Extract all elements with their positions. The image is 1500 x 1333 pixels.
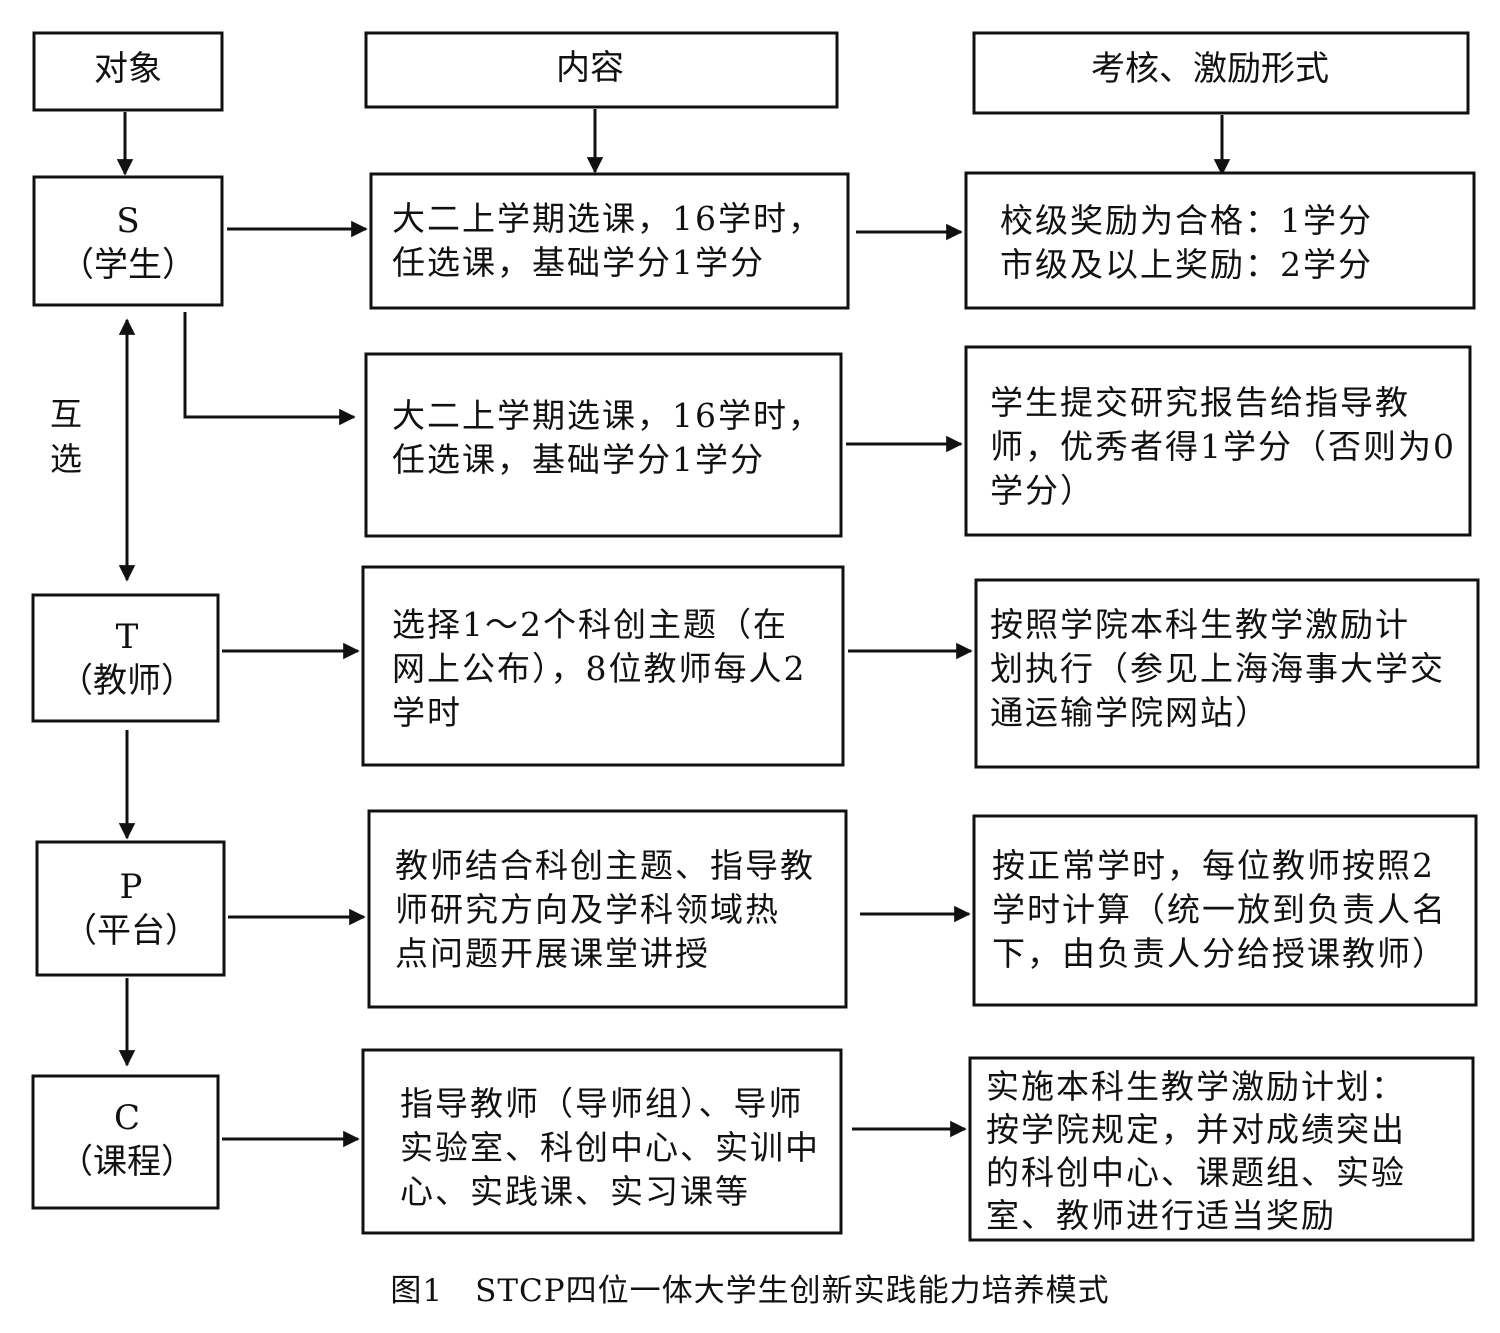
node-c-name: （课程）	[59, 1142, 195, 1182]
assessment-row3-box: 按照学院本科生教学激励计 划执行（参见上海海事大学交 通运输学院网站）	[974, 578, 1480, 769]
assessment-row1-line1: 校级奖励为合格：1学分	[1000, 201, 1373, 240]
content-row1-box: 大二上学期选课，16学时， 任选课，基础学分1学分	[369, 172, 850, 310]
node-s-letter: S	[116, 201, 139, 241]
node-t-teacher: T （教师）	[31, 593, 220, 723]
content-row4-box: 教师结合科创主题、指导教 师研究方向及学科领域热 点问题开展课堂讲授	[367, 809, 848, 1009]
header-object: 对象	[32, 31, 224, 112]
node-c-letter: C	[114, 1098, 140, 1138]
arrow-s-to-content-row2	[183, 312, 356, 426]
header-object-label: 对象	[94, 49, 162, 89]
node-p-name: （平台）	[63, 911, 199, 951]
node-c-course: C （课程）	[31, 1074, 220, 1210]
content-row5-line3: 心、实践课、实习课等	[400, 1172, 750, 1211]
header-assessment: 考核、激励形式	[972, 31, 1470, 115]
assessment-row4-line2: 学时计算（统一放到负责人名	[992, 890, 1447, 929]
content-row1-line2: 任选课，基础学分1学分	[392, 243, 765, 282]
content-row4-line2: 师研究方向及学科领域热	[395, 890, 780, 929]
mutual-selection-label-1: 互	[50, 395, 82, 433]
content-row3-line2: 网上公布），8位教师每人2	[392, 649, 807, 688]
assessment-row3-line2: 划执行（参见上海海事大学交	[990, 649, 1445, 688]
node-p-letter: P	[120, 867, 143, 907]
header-assessment-label: 考核、激励形式	[1091, 49, 1329, 89]
content-row4-line3: 点问题开展课堂讲授	[395, 934, 710, 973]
node-t-letter: T	[116, 617, 139, 657]
content-row2-line1: 大二上学期选课，16学时，	[392, 396, 823, 435]
content-row3-box: 选择1～2个科创主题（在 网上公布），8位教师每人2 学时	[361, 565, 845, 767]
assessment-row4-box: 按正常学时，每位教师按照2 学时计算（统一放到负责人名 下，由负责人分给授课教师…	[972, 814, 1478, 1007]
header-content: 内容	[364, 31, 839, 109]
figure-caption: 图1 STCP四位一体大学生创新实践能力培养模式	[390, 1273, 1109, 1309]
assessment-row5-line1: 实施本科生教学激励计划：	[986, 1067, 1406, 1106]
assessment-row2-line3: 学分）	[990, 471, 1095, 510]
assessment-row5-box: 实施本科生教学激励计划： 按学院规定，并对成绩突出 的科创中心、课题组、实验 室…	[968, 1056, 1475, 1242]
assessment-row4-line1: 按正常学时，每位教师按照2	[992, 846, 1435, 885]
content-row5-box: 指导教师（导师组）、导师 实验室、科创中心、实训中 心、实践课、实习课等	[361, 1048, 843, 1235]
assessment-row3-line3: 通运输学院网站）	[990, 693, 1270, 732]
node-t-name: （教师）	[59, 661, 195, 701]
assessment-row5-line4: 室、教师进行适当奖励	[986, 1196, 1336, 1235]
node-s-student: S （学生）	[32, 175, 224, 307]
content-row4-line1: 教师结合科创主题、指导教	[395, 846, 815, 885]
node-p-platform: P （平台）	[35, 840, 226, 977]
assessment-row5-line2: 按学院规定，并对成绩突出	[986, 1110, 1406, 1149]
content-row2-box: 大二上学期选课，16学时， 任选课，基础学分1学分	[364, 352, 843, 538]
node-s-name: （学生）	[60, 245, 196, 285]
content-row1-line1: 大二上学期选课，16学时，	[392, 199, 823, 238]
assessment-row2-line2: 师，优秀者得1学分（否则为0	[990, 427, 1456, 466]
content-row5-line1: 指导教师（导师组）、导师	[400, 1084, 804, 1123]
assessment-row5-line3: 的科创中心、课题组、实验	[986, 1153, 1406, 1192]
header-content-label: 内容	[556, 48, 624, 88]
assessment-row1-line2: 市级及以上奖励：2学分	[1000, 245, 1373, 284]
assessment-row2-box: 学生提交研究报告给指导教 师，优秀者得1学分（否则为0 学分）	[964, 345, 1472, 537]
mutual-selection-label-2: 选	[50, 440, 82, 478]
assessment-row1-box: 校级奖励为合格：1学分 市级及以上奖励：2学分	[964, 171, 1476, 310]
content-row3-line3: 学时	[392, 693, 462, 732]
assessment-row3-line1: 按照学院本科生教学激励计	[990, 605, 1410, 644]
assessment-row4-line3: 下，由负责人分给授课教师）	[992, 934, 1447, 973]
content-row3-line1: 选择1～2个科创主题（在	[392, 605, 788, 644]
content-row2-line2: 任选课，基础学分1学分	[392, 440, 765, 479]
content-row5-line2: 实验室、科创中心、实训中	[400, 1128, 820, 1167]
assessment-row2-line1: 学生提交研究报告给指导教	[990, 383, 1410, 422]
